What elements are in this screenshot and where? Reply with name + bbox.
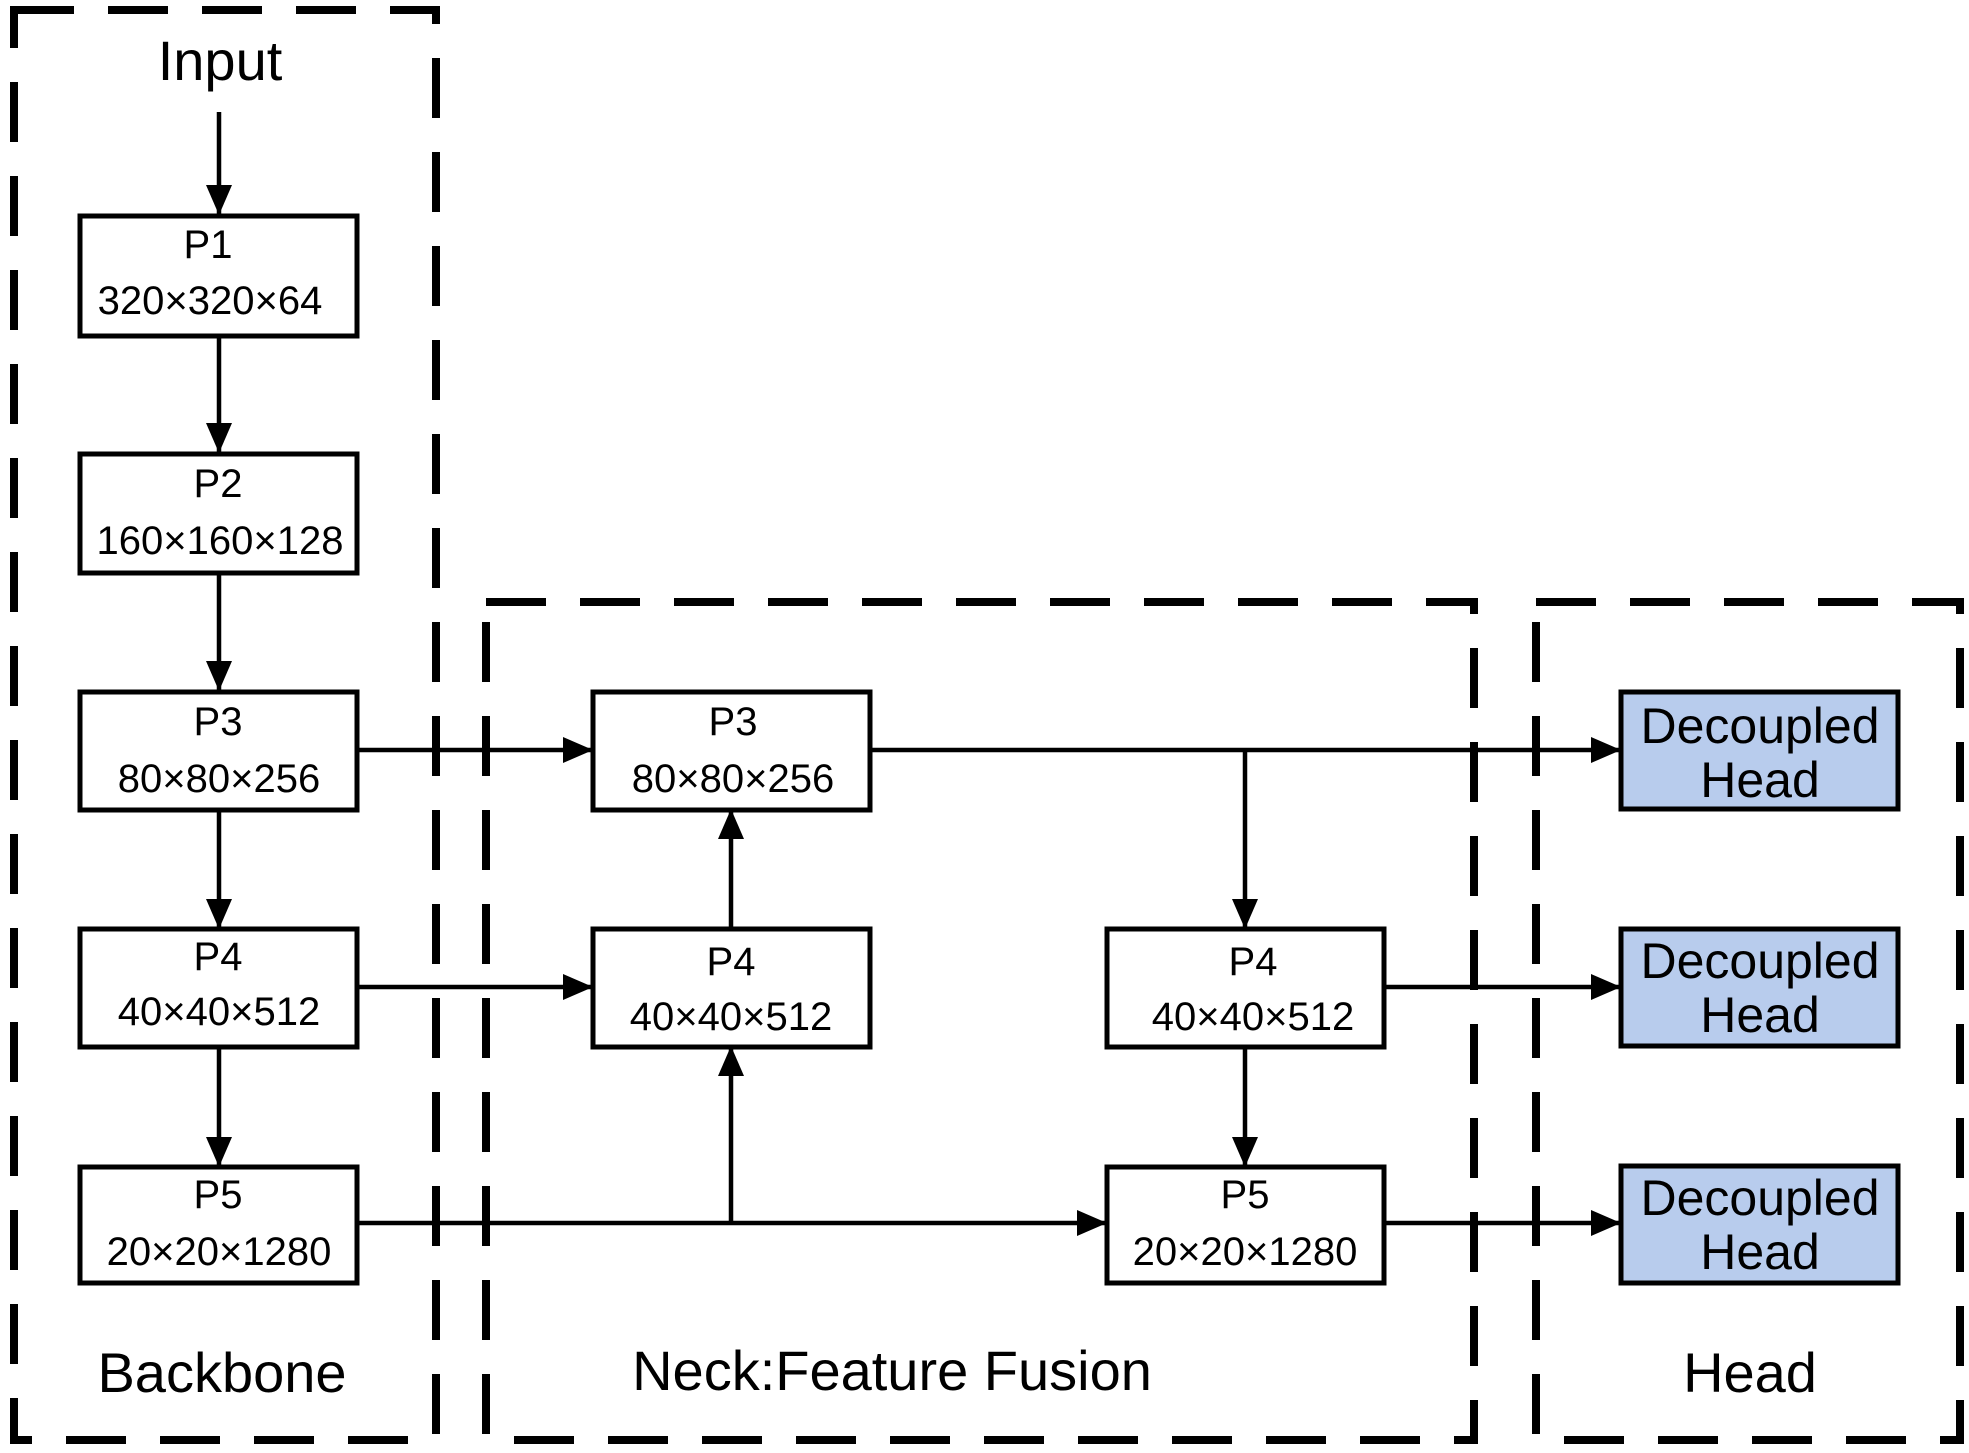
neck-node-p5: P5 20×20×1280	[1104, 1164, 1387, 1286]
node-box	[590, 926, 873, 1050]
head-line1: Decoupled	[1640, 1170, 1879, 1226]
node-box	[1104, 1164, 1387, 1286]
node-title: P2	[194, 462, 243, 506]
node-dims: 40×40×512	[118, 990, 320, 1034]
node-box	[77, 926, 360, 1050]
node-title: P3	[709, 700, 758, 744]
backbone-group-frame	[10, 6, 440, 1444]
input-label: Input	[158, 29, 283, 92]
backbone-node-p5: P5 20×20×1280	[77, 1164, 360, 1286]
node-title: P3	[194, 700, 243, 744]
node-title: P5	[1221, 1173, 1270, 1217]
node-title: P4	[1229, 940, 1278, 984]
node-box	[1618, 926, 1901, 1049]
node-dims: 80×80×256	[632, 757, 834, 801]
neck-node-p4-bottomup: P4 40×40×512	[1104, 926, 1387, 1050]
node-dims: 160×160×128	[97, 519, 344, 563]
backbone-label: Backbone	[97, 1341, 346, 1404]
node-title: P4	[194, 935, 243, 979]
backbone-node-p3: P3 80×80×256	[77, 689, 360, 813]
node-box	[1618, 1163, 1901, 1286]
edges	[206, 112, 1621, 1236]
node-box	[1104, 926, 1387, 1050]
node-title: P5	[194, 1173, 243, 1217]
node-box	[77, 689, 360, 813]
node-box	[1618, 689, 1901, 812]
node-title: P4	[707, 940, 756, 984]
head-line2: Head	[1700, 987, 1820, 1043]
backbone-node-p1: P1 320×320×64	[77, 213, 360, 339]
node-dims: 320×320×64	[98, 279, 323, 323]
neck-node-p3: P3 80×80×256	[590, 689, 873, 813]
head-line2: Head	[1700, 752, 1820, 808]
node-dims: 80×80×256	[118, 757, 320, 801]
node-dims: 40×40×512	[630, 995, 832, 1039]
backbone-node-p2: P2 160×160×128	[77, 451, 360, 576]
head-line1: Decoupled	[1640, 933, 1879, 989]
node-dims: 20×20×1280	[107, 1230, 332, 1274]
node-box	[77, 213, 360, 339]
head-group-frame	[1532, 598, 1964, 1444]
decoupled-head-2: Decoupled Head	[1618, 926, 1901, 1049]
node-box	[77, 1164, 360, 1286]
head-line2: Head	[1700, 1224, 1820, 1280]
neck-group-frame	[482, 598, 1478, 1444]
neck-node-p4-topdown: P4 40×40×512	[590, 926, 873, 1050]
node-dims: 20×20×1280	[1133, 1230, 1358, 1274]
decoupled-head-3: Decoupled Head	[1618, 1163, 1901, 1286]
node-box	[590, 689, 873, 813]
neck-label: Neck:Feature Fusion	[632, 1339, 1152, 1402]
backbone-node-p4: P4 40×40×512	[77, 926, 360, 1050]
node-title: P1	[184, 223, 233, 267]
decoupled-head-1: Decoupled Head	[1618, 689, 1901, 812]
head-label: Head	[1683, 1341, 1817, 1404]
node-box	[77, 451, 360, 576]
head-line1: Decoupled	[1640, 698, 1879, 754]
node-dims: 40×40×512	[1152, 995, 1354, 1039]
